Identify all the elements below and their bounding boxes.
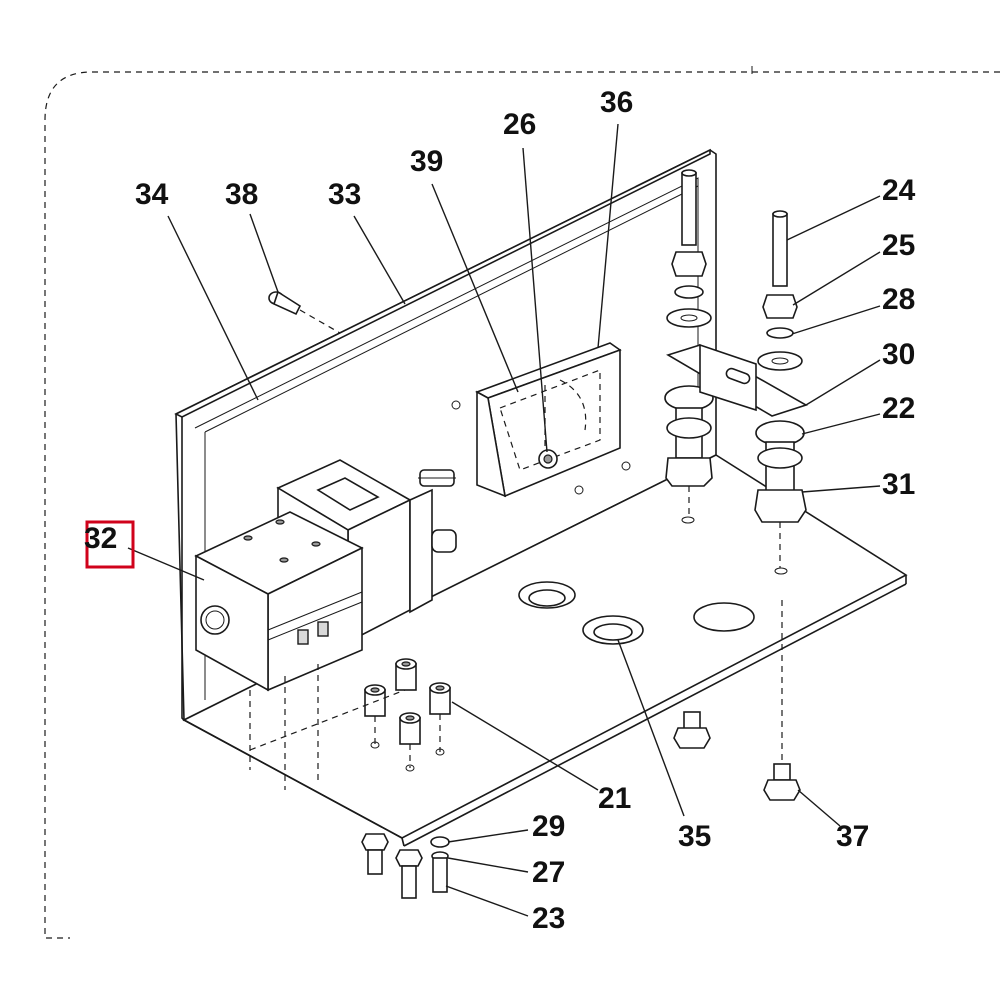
standoff-group: [364, 658, 451, 768]
leader-36: [597, 123, 619, 349]
bolt-under-plate: [673, 711, 711, 749]
leader-24: [786, 195, 881, 241]
leader-38: [249, 213, 279, 293]
callout-21: 21: [598, 782, 631, 815]
leader-lines: [127, 123, 881, 917]
leader-22: [801, 413, 881, 435]
callout-30: 30: [882, 338, 915, 371]
callout-39: 39: [410, 145, 443, 178]
leader-28: [791, 305, 881, 335]
leader-25: [792, 251, 881, 306]
highlight-box: [85, 520, 135, 569]
leader-39: [431, 183, 519, 393]
leader-34: [167, 215, 259, 401]
leader-31: [801, 485, 881, 493]
bolt-37: [763, 600, 801, 801]
callout-35: 35: [678, 820, 711, 853]
screw-38: [268, 290, 341, 334]
callout-36: 36: [600, 86, 633, 119]
terminal-post-right: [754, 210, 807, 568]
leader-21: [451, 701, 599, 791]
control-module: [451, 342, 622, 498]
leader-30: [805, 359, 881, 406]
callout-labels: 34 38 33 39 26 36 24 25 28 30 22 31 21 3…: [135, 86, 916, 935]
callout-27: 27: [532, 856, 565, 889]
base-plate: [182, 454, 908, 847]
callout-24: 24: [882, 174, 916, 207]
leader-33: [353, 215, 406, 305]
callout-38: 38: [225, 178, 258, 211]
callout-34: 34: [135, 178, 169, 211]
leader-29: [447, 829, 529, 843]
leader-27: [447, 857, 529, 873]
callout-33: 33: [328, 178, 361, 211]
assembly-boundary: [44, 71, 1000, 939]
leader-32: [127, 547, 205, 581]
callout-26: 26: [503, 108, 536, 141]
callout-25: 25: [882, 229, 915, 262]
callout-22: 22: [882, 392, 915, 425]
callout-32: 32: [84, 522, 117, 555]
bolts-23: [361, 833, 450, 899]
callout-31: 31: [882, 468, 915, 501]
leader-23: [445, 885, 529, 917]
solenoid-assembly: [194, 459, 457, 790]
callout-23: 23: [532, 902, 565, 935]
callout-29: 29: [532, 810, 565, 843]
callout-37: 37: [836, 820, 869, 853]
leader-35: [617, 639, 685, 817]
leader-37: [797, 789, 841, 827]
callout-28: 28: [882, 283, 915, 316]
leader-26: [522, 147, 548, 453]
highlighted-callout-32[interactable]: 32: [84, 520, 135, 569]
